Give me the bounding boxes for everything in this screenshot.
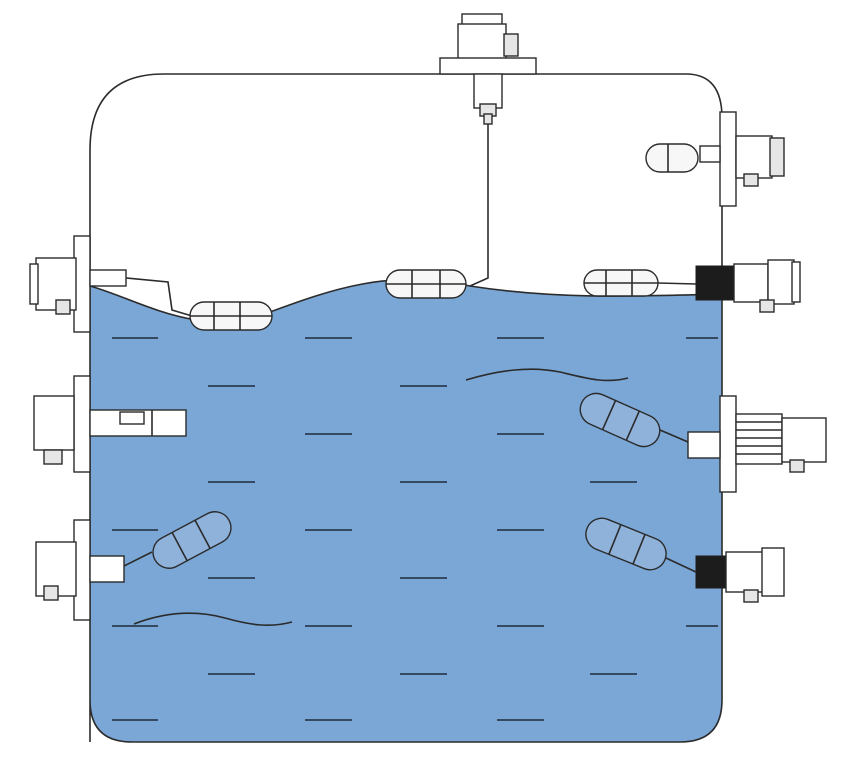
side-mount-float-switch-icon <box>33 375 187 473</box>
surface-float-center <box>385 269 467 299</box>
side-mount-float-switch-icon <box>583 259 801 313</box>
cooling-fins <box>735 413 783 465</box>
wave-curve <box>465 368 629 382</box>
side-mount-float-switch-icon <box>579 392 827 493</box>
side-mount-float-switch-icon <box>585 517 785 603</box>
side-mount-float-switch-icon <box>29 235 273 333</box>
liquid-dashes <box>112 337 718 721</box>
liquid-body <box>90 279 722 742</box>
top-mount-float-switch-icon <box>439 13 537 287</box>
side-mount-float-switch-icon <box>645 111 785 207</box>
wave-curve <box>133 612 293 626</box>
side-mount-float-switch-icon <box>35 511 232 621</box>
